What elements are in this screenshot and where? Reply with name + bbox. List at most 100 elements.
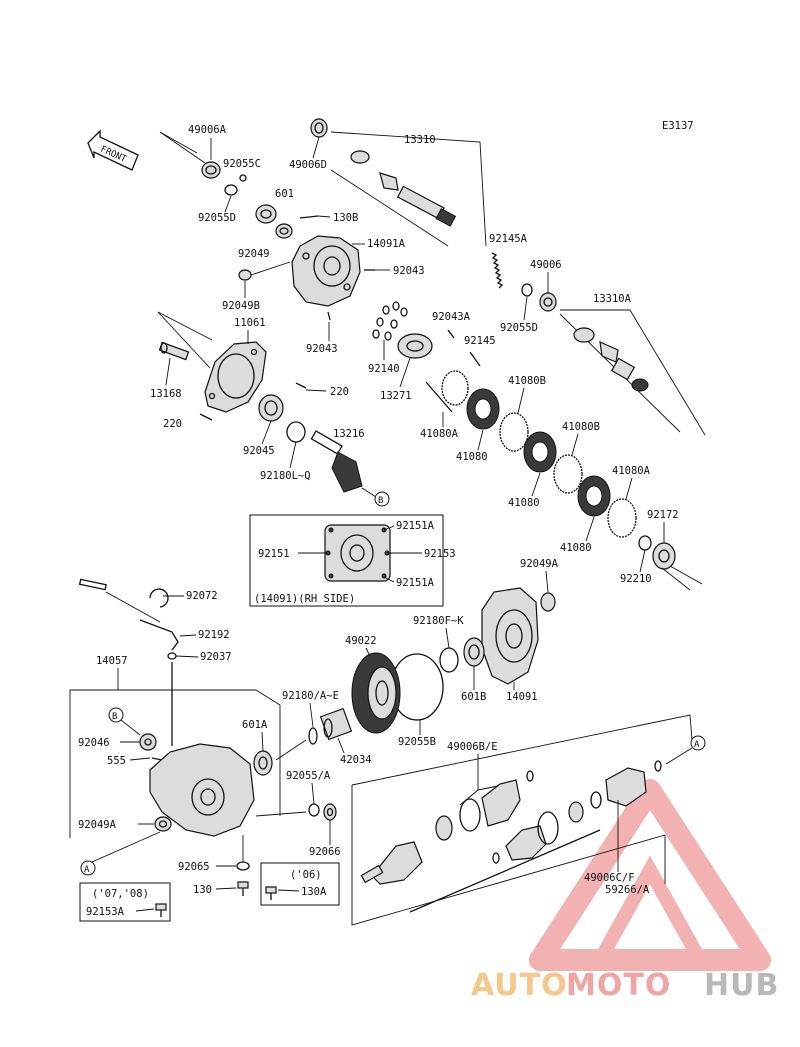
shim-92180A-icon <box>308 727 318 745</box>
spring-92145A-icon <box>491 252 504 289</box>
friction-disc-41080-b-icon <box>523 431 557 473</box>
cam-13271-icon <box>397 333 433 359</box>
o-ring-92055D-right-icon <box>521 283 533 297</box>
axle-frame-top <box>351 714 693 786</box>
label-92049: 92049 <box>238 248 270 260</box>
plate-92043A-icon <box>447 329 455 339</box>
label-13310A: 13310A <box>593 293 632 305</box>
washer-92210-icon <box>638 535 652 551</box>
clutch-plate-41080B-b-icon <box>553 454 583 494</box>
label-92210: 92210 <box>620 573 652 585</box>
clutch-plate-41080A-a-icon <box>441 370 469 406</box>
label-92153: 92153 <box>424 548 456 560</box>
axle-frame-left <box>351 785 666 926</box>
label-59266-A: 59266/A <box>605 884 650 896</box>
clutch-plate-41080B-a-icon <box>499 412 529 452</box>
label-92145: 92145 <box>464 335 496 347</box>
label-14091: 14091 <box>506 691 538 703</box>
label-92072: 92072 <box>186 590 218 602</box>
label-year-06: ('06) <box>290 869 322 881</box>
svg-text:HUB: HUB <box>704 968 779 1003</box>
label-49022: 49022 <box>345 635 377 647</box>
label-92037: 92037 <box>200 651 232 663</box>
shim-92180F-icon <box>439 647 459 673</box>
bolt-92153A-icon <box>155 903 167 917</box>
year-06-box <box>260 862 340 906</box>
seal-49006-icon <box>539 292 557 312</box>
seal-92049B-icon <box>238 269 252 281</box>
label-41080-a: 41080 <box>456 451 488 463</box>
label-92140: 92140 <box>368 363 400 375</box>
label-601: 601 <box>275 188 294 200</box>
label-92153A: 92153A <box>86 906 125 918</box>
label-92055B: 92055B <box>398 736 436 748</box>
label-92049A-top: 92049A <box>520 558 559 570</box>
label-92045: 92045 <box>243 445 275 457</box>
rollers-92140-icon <box>372 301 408 341</box>
pin-41080A-icon <box>425 381 453 413</box>
label-555: 555 <box>107 755 126 767</box>
label-92145A: 92145A <box>489 233 528 245</box>
label-220-b: 220 <box>163 418 182 430</box>
label-92065: 92065 <box>178 861 210 873</box>
seal-92049A-bot-icon <box>154 816 172 832</box>
ring-gear-49022-icon <box>351 652 401 734</box>
label-92043A: 92043A <box>432 311 471 323</box>
label-92055-A: 92055/A <box>286 770 331 782</box>
label-41080-c: 41080 <box>560 542 592 554</box>
front-arrow-icon: FRONT <box>87 129 139 171</box>
label-92055D-right: 92055D <box>500 322 538 334</box>
bearing-601-icon <box>255 204 277 224</box>
label-92043-a: 92043 <box>393 265 425 277</box>
svg-text:MOTO: MOTO <box>566 968 671 1003</box>
label-13310: 13310 <box>404 134 436 146</box>
seal-92049-icon <box>275 223 293 239</box>
svg-text:A: A <box>694 740 700 750</box>
label-601A: 601A <box>242 719 268 731</box>
o-ring-92055C-icon <box>239 174 247 182</box>
pinion-gear-13216-icon <box>310 430 363 493</box>
rh-side-cover-icon <box>324 524 391 582</box>
svg-text:B: B <box>112 712 117 722</box>
label-13216: 13216 <box>333 428 365 440</box>
case-14091-icon <box>481 587 539 685</box>
label-41080A-a: 41080A <box>420 428 459 440</box>
driveshaft-13310A-icon <box>573 327 649 392</box>
label-92055D-top: 92055D <box>198 212 236 224</box>
label-92180L-Q: 92180L~Q <box>260 470 311 482</box>
label-92151A-top: 92151A <box>396 520 435 532</box>
label-92151: 92151 <box>258 548 290 560</box>
label-rh-side: (14091)(RH SIDE) <box>254 593 355 605</box>
seal-92049A-top-icon <box>540 592 556 612</box>
diagram-code: E3137 <box>662 120 694 132</box>
label-41080-b: 41080 <box>508 497 540 509</box>
washer-92037-icon <box>167 652 177 660</box>
bearing-92045-icon <box>258 394 284 422</box>
friction-disc-41080-a-icon <box>466 388 500 430</box>
shim-92180L-icon <box>286 421 306 443</box>
pin-92043-b-icon <box>327 311 331 321</box>
label-11061: 11061 <box>234 317 266 329</box>
pin-555-icon <box>151 757 163 761</box>
label-92049A-bot: 92049A <box>78 819 117 831</box>
bushing-42034-icon <box>319 707 353 741</box>
label-14057: 14057 <box>96 655 128 667</box>
cover-11061-icon <box>204 341 267 413</box>
watermark-text: AUTO MOTO HUB <box>471 968 779 1003</box>
label-130B: 130B <box>333 212 358 224</box>
plug-92066-icon <box>323 803 337 821</box>
label-49006: 49006 <box>530 259 562 271</box>
label-13271: 13271 <box>380 390 412 402</box>
bearing-601B-icon <box>463 637 485 667</box>
shaft-13168-icon <box>158 341 190 361</box>
rod-92072-a-icon <box>78 578 107 591</box>
axle-shaft-59266-icon <box>360 760 662 913</box>
bolt-130A-icon <box>265 886 277 900</box>
driveshaft-13310-icon <box>350 150 457 227</box>
callout-a-right: A <box>690 735 706 751</box>
label-13168: 13168 <box>150 388 182 400</box>
label-49006D: 49006D <box>289 159 327 171</box>
label-year-0708: ('07,'08) <box>92 888 149 900</box>
label-92049B: 92049B <box>222 300 260 312</box>
o-ring-92055A-icon <box>308 803 320 817</box>
